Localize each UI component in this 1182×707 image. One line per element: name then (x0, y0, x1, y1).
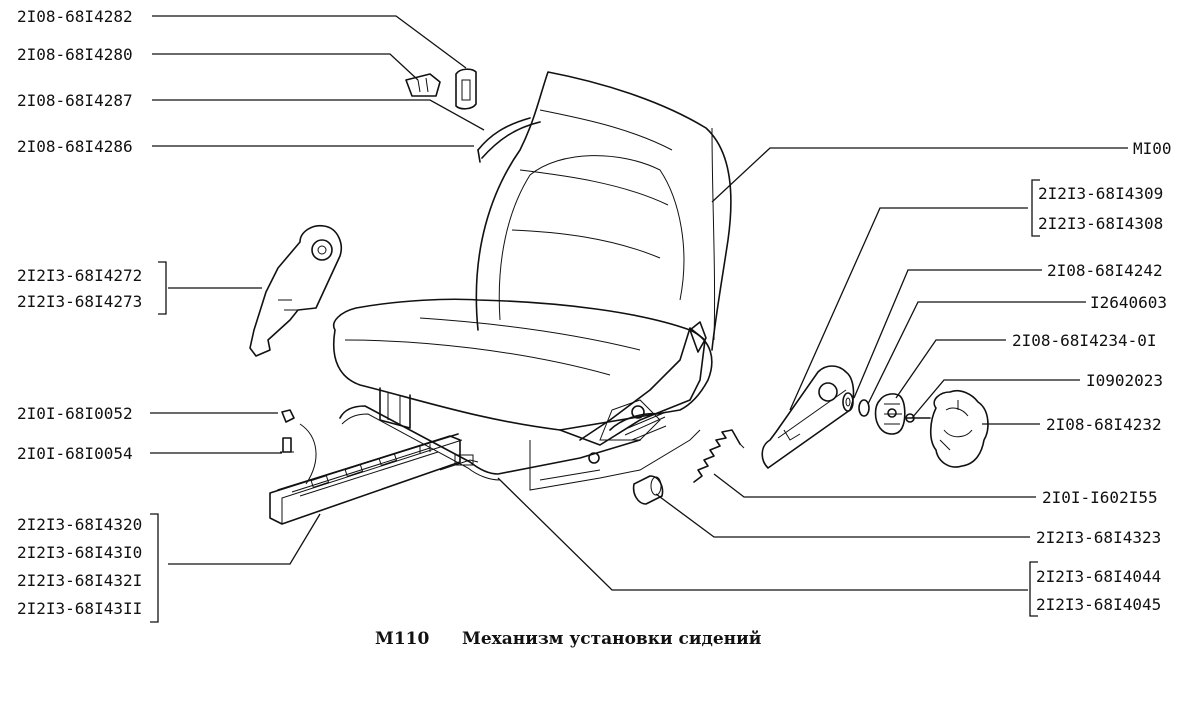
adjuster-knob-drawing (905, 389, 989, 468)
label-2108-6814242: 2I08-68I4242 (1047, 261, 1163, 280)
label-21213-6814323: 2I2I3-68I4323 (1036, 528, 1161, 547)
label-21213-6814309: 2I2I3-68I4309 (1038, 184, 1163, 203)
label-21213-6814044: 2I2I3-68I4044 (1036, 567, 1161, 586)
label-2108-6814232: 2I08-68I4232 (1046, 415, 1162, 434)
label-21213-6814320: 2I2I3-68I4320 (17, 515, 142, 534)
label-12640603: I2640603 (1090, 293, 1167, 312)
bolt-nut-drawing (280, 409, 317, 485)
side-cover-drawing (761, 365, 855, 469)
label-21213-6814273: 2I2I3-68I4273 (17, 292, 142, 311)
label-2108-6814287: 2I08-68I4287 (17, 91, 133, 110)
label-2108-6814282: 2I08-68I4282 (17, 7, 133, 26)
label-21213-6814308: 2I2I3-68I4308 (1038, 214, 1163, 233)
cable-drawing (477, 117, 541, 163)
label-10902023: I0902023 (1086, 371, 1163, 390)
caption-title: Механизм установки сидений (462, 629, 762, 649)
label-21213-6814045: 2I2I3-68I4045 (1036, 595, 1161, 614)
seat-assembly-drawing (333, 71, 732, 491)
label-2108-6814280: 2I08-68I4280 (17, 45, 133, 64)
label-21213-6814310: 2I2I3-68I43I0 (17, 543, 142, 562)
slide-rail-drawing (269, 433, 479, 525)
left-bracket-drawing (249, 224, 342, 357)
label-2108-6814286: 2I08-68I4286 (17, 137, 133, 156)
label-m100: MI00 (1133, 139, 1172, 158)
label-2101-6810054: 2I0I-68I0054 (17, 444, 133, 463)
caption-code: M110 (375, 629, 429, 649)
label-21213-6814272: 2I2I3-68I4272 (17, 266, 142, 285)
label-21213-6814321: 2I2I3-68I432I (17, 571, 142, 590)
leader-lines (150, 15, 1128, 591)
label-2101-6810052: 2I0I-68I0052 (17, 404, 133, 423)
bushing-drawing (632, 475, 664, 505)
label-2101-1602155: 2I0I-I602I55 (1042, 488, 1158, 507)
label-2108-6814234-01: 2I08-68I4234-0I (1012, 331, 1157, 350)
hub-drawing (874, 393, 906, 435)
switch-parts-drawing (405, 68, 477, 110)
label-21213-6814311: 2I2I3-68I43II (17, 599, 142, 618)
label-brackets (150, 179, 1040, 623)
spring-drawing (693, 429, 745, 483)
